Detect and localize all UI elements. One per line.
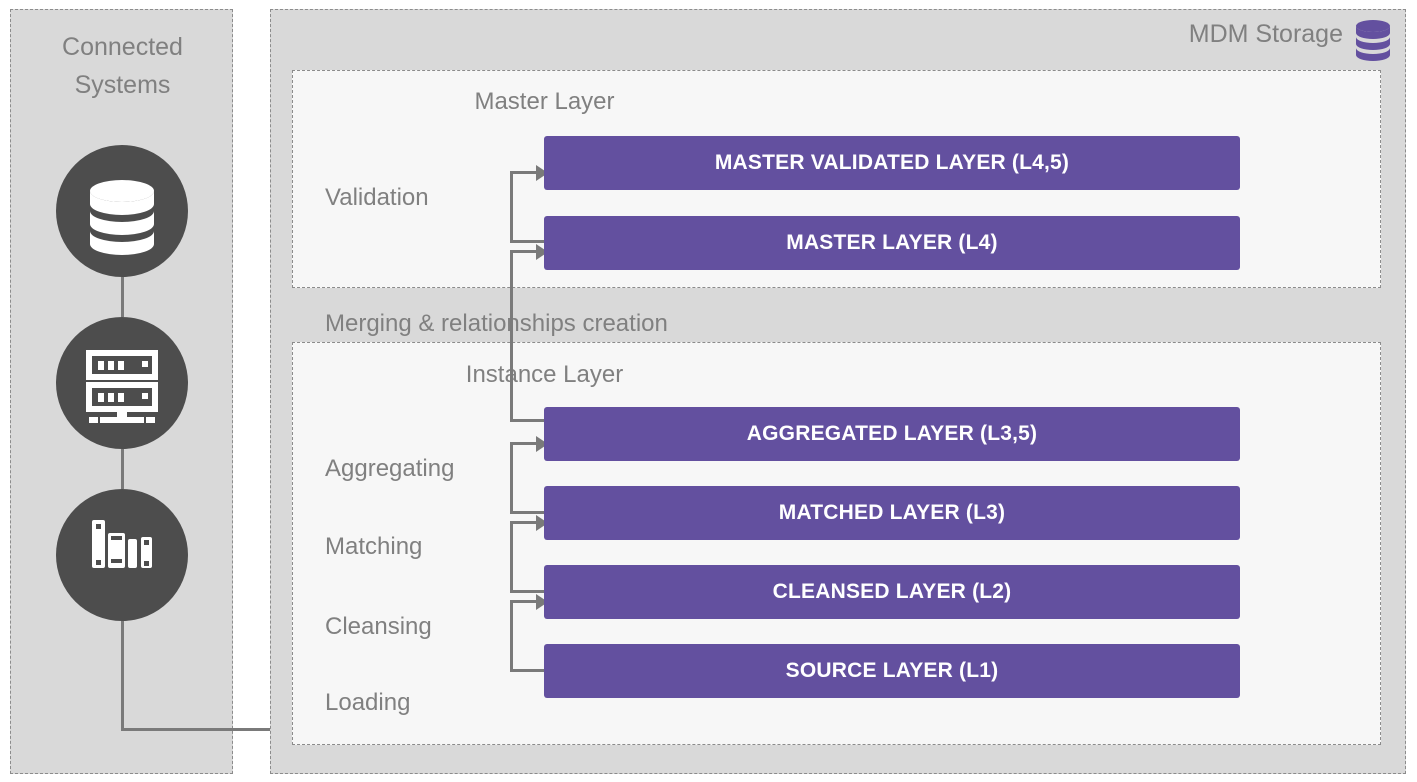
- stage-label-matching: Matching: [325, 533, 423, 560]
- connector-aggregating: [510, 436, 548, 514]
- stage-label-aggregating: Aggregating: [325, 455, 455, 482]
- stage-label-validation: Validation: [325, 184, 429, 211]
- stage-label-cleansing: Cleansing: [325, 613, 432, 640]
- system-link-line: [121, 449, 124, 489]
- server-rack-icon: [86, 350, 158, 423]
- layer-bar-cleansed[interactable]: CLEANSED LAYER (L2): [544, 565, 1240, 619]
- connected-system-node-server[interactable]: [56, 317, 188, 449]
- layer-bar-source[interactable]: SOURCE LAYER (L1): [544, 644, 1240, 698]
- layer-bar-master[interactable]: MASTER LAYER (L4): [544, 216, 1240, 270]
- database-icon: [1356, 20, 1390, 61]
- connected-system-node-database[interactable]: [56, 145, 188, 277]
- database-icon: [90, 180, 154, 255]
- connected-system-node-archive[interactable]: [56, 489, 188, 621]
- stage-label-loading: Loading: [325, 689, 411, 716]
- source-feed-line-vertical: [121, 621, 124, 731]
- layer-bar-master-validated[interactable]: MASTER VALIDATED LAYER (L4,5): [544, 136, 1240, 190]
- connector-cleansing: [510, 594, 548, 672]
- archive-books-icon: [92, 520, 152, 568]
- connector-merging-relationships: [510, 244, 548, 422]
- connector-validation: [510, 165, 548, 243]
- connected-systems-title: Connected Systems: [62, 33, 183, 99]
- layer-bar-aggregated[interactable]: AGGREGATED LAYER (L3,5): [544, 407, 1240, 461]
- system-link-line: [121, 277, 124, 317]
- mdm-storage-title: MDM Storage: [1188, 20, 1343, 48]
- merging-relationships-label: Merging & relationships creation: [325, 310, 668, 337]
- layer-bar-matched[interactable]: MATCHED LAYER (L3): [544, 486, 1240, 540]
- connector-matching: [510, 515, 548, 593]
